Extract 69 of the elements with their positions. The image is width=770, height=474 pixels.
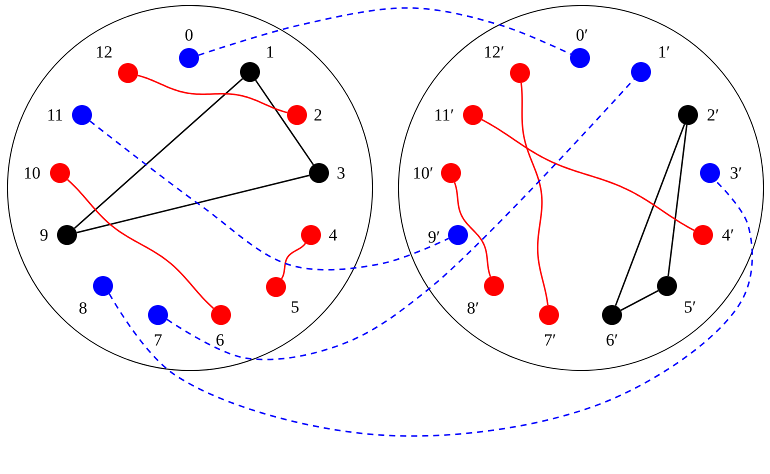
edge-line: [67, 179, 214, 309]
vertex-label: 6′: [606, 332, 618, 348]
vertex-label: 4′: [722, 226, 734, 244]
vertex-label: 2′: [706, 106, 720, 124]
edge-line: [454, 182, 492, 278]
vertex-dot: [211, 305, 231, 325]
vertex-dot: [287, 105, 307, 125]
edge-line: [667, 124, 688, 276]
vertex-label: 6: [216, 332, 224, 348]
vertex-dot: [693, 225, 713, 245]
vertex-label: 3: [336, 164, 346, 182]
edge-line: [280, 242, 306, 280]
vertex-dot: [72, 105, 92, 125]
vertex-dot: [510, 63, 530, 83]
edge-line: [520, 82, 549, 306]
vertex-label: 11′: [434, 106, 454, 124]
vertex-dot: [301, 225, 321, 245]
vertex-dot: [50, 163, 70, 183]
vertex-label: 1: [266, 44, 274, 60]
vertex-label: 9: [40, 226, 48, 244]
vertex-dot: [700, 163, 720, 183]
vertex-dot: [57, 225, 77, 245]
vertex-dot: [602, 305, 622, 325]
dashed-edge: [89, 120, 449, 271]
vertex-label: 3′: [730, 164, 742, 182]
vertex-label: 12′: [484, 44, 504, 60]
vertex-dot: [309, 163, 329, 183]
edge-line: [482, 118, 694, 232]
vertex-label: 7′: [544, 332, 556, 348]
vertex-dot: [148, 305, 168, 325]
vertex-dot: [179, 48, 199, 68]
vertex-label: 5: [290, 298, 300, 316]
vertex-dot: [570, 48, 590, 68]
vertex-dot: [240, 62, 260, 82]
edge-line: [255, 80, 314, 166]
vertex-label: 8: [78, 300, 88, 316]
vertex-label: 0: [184, 26, 194, 44]
vertex-label: 4: [328, 226, 338, 244]
vertex-dot: [539, 305, 559, 325]
edge-line: [614, 124, 686, 306]
vertex-label: 1′: [658, 44, 670, 60]
vertex-dot: [631, 62, 651, 82]
vertex-dot: [463, 105, 483, 125]
vertex-label: 12: [96, 44, 112, 60]
vertex-label: 8′: [466, 300, 480, 316]
edge-line: [620, 290, 658, 311]
vertex-dot: [441, 163, 461, 183]
dashed-edge: [108, 180, 753, 437]
vertex-dot: [266, 277, 286, 297]
vertex-label: 2: [314, 106, 322, 124]
vertex-dot: [118, 63, 138, 83]
vertex-dot: [93, 276, 113, 296]
graph-circle: [398, 5, 764, 371]
vertex-label: 10: [24, 164, 40, 182]
dashed-edge: [198, 7, 572, 56]
vertex-label: 7: [154, 332, 162, 348]
vertex-label: 9′: [428, 228, 440, 246]
vertex-dot: [484, 276, 504, 296]
vertex-dot: [678, 105, 698, 125]
edge-line: [74, 78, 244, 229]
vertex-label: 10′: [412, 164, 434, 182]
vertex-label: 5′: [684, 298, 696, 316]
vertex-label: 0′: [576, 26, 588, 44]
vertex-label: 11: [46, 106, 64, 124]
edge-line: [76, 174, 310, 234]
vertex-dot: [448, 225, 468, 245]
vertex-dot: [657, 276, 677, 296]
edge-line: [137, 74, 288, 114]
graph-circle: [7, 5, 373, 371]
